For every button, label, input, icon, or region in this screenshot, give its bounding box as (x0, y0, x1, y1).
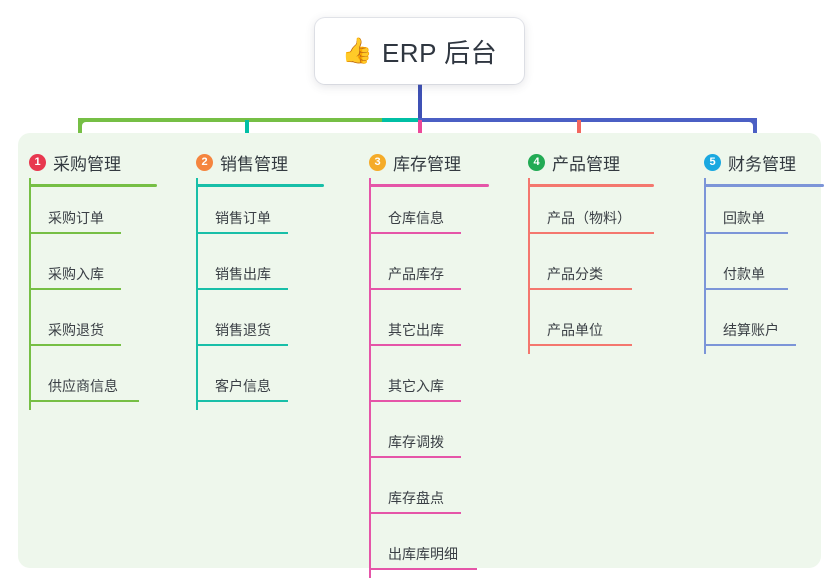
column-badge-5: 5 (704, 153, 721, 171)
column-underline-2 (196, 184, 324, 187)
column-badge-1: 1 (29, 153, 46, 171)
leaf-item-underline (528, 288, 632, 290)
leaf-item-underline (528, 232, 654, 234)
leaf-item-underline (29, 232, 121, 234)
column-title-label: 财务管理 (728, 154, 796, 174)
column-underline-1 (29, 184, 157, 187)
leaf-item-underline (528, 344, 632, 346)
column-spine-1 (29, 178, 31, 410)
column-spine-3 (369, 178, 371, 578)
leaf-item-underline (29, 288, 121, 290)
column-header-1[interactable]: 1 采购管理 (18, 147, 121, 177)
root-node-label: ERP 后台 (381, 37, 498, 68)
column-header-2[interactable]: 2 销售管理 (185, 147, 288, 177)
leaf-item-underline (196, 344, 288, 346)
column-badge-4: 4 (528, 153, 545, 171)
leaf-item-underline (369, 232, 461, 234)
leaf-item-underline (369, 344, 461, 346)
column-header-5[interactable]: 5 财务管理 (693, 147, 796, 177)
column-badge-3: 3 (369, 153, 386, 171)
leaf-item-underline (369, 512, 461, 514)
column-title-label: 销售管理 (220, 154, 288, 174)
leaf-item-underline (196, 400, 288, 402)
connector-bus-left (78, 118, 384, 122)
leaf-item-underline (704, 232, 788, 234)
connector-bus-right (418, 118, 757, 122)
column-title-label: 产品管理 (552, 154, 620, 174)
column-spine-4 (528, 178, 530, 354)
column-badge-2: 2 (196, 153, 213, 171)
root-node-erp-backend[interactable]: 👍 ERP 后台 (315, 18, 524, 84)
column-spine-5 (704, 178, 706, 354)
leaf-item-underline (704, 344, 796, 346)
leaf-item-underline (29, 400, 139, 402)
column-spine-2 (196, 178, 198, 410)
column-title-label: 采购管理 (53, 154, 121, 174)
column-header-3[interactable]: 3 库存管理 (358, 147, 461, 177)
mindmap-panel (18, 133, 821, 568)
column-title-label: 库存管理 (393, 154, 461, 174)
column-header-4[interactable]: 4 产品管理 (517, 147, 620, 177)
leaf-item-underline (369, 568, 477, 570)
column-underline-4 (528, 184, 654, 187)
leaf-item-underline (196, 288, 288, 290)
leaf-item-underline (29, 344, 121, 346)
leaf-item-underline (704, 288, 788, 290)
leaf-item-underline (369, 288, 461, 290)
leaf-item-underline (369, 400, 461, 402)
leaf-item-underline (196, 232, 288, 234)
column-underline-5 (704, 184, 824, 187)
leaf-item-underline (369, 456, 461, 458)
thumbs-up-icon: 👍 (341, 36, 373, 65)
connector-trunk-vertical (418, 84, 422, 122)
connector-bus-middle (382, 118, 420, 122)
column-underline-3 (369, 184, 489, 187)
